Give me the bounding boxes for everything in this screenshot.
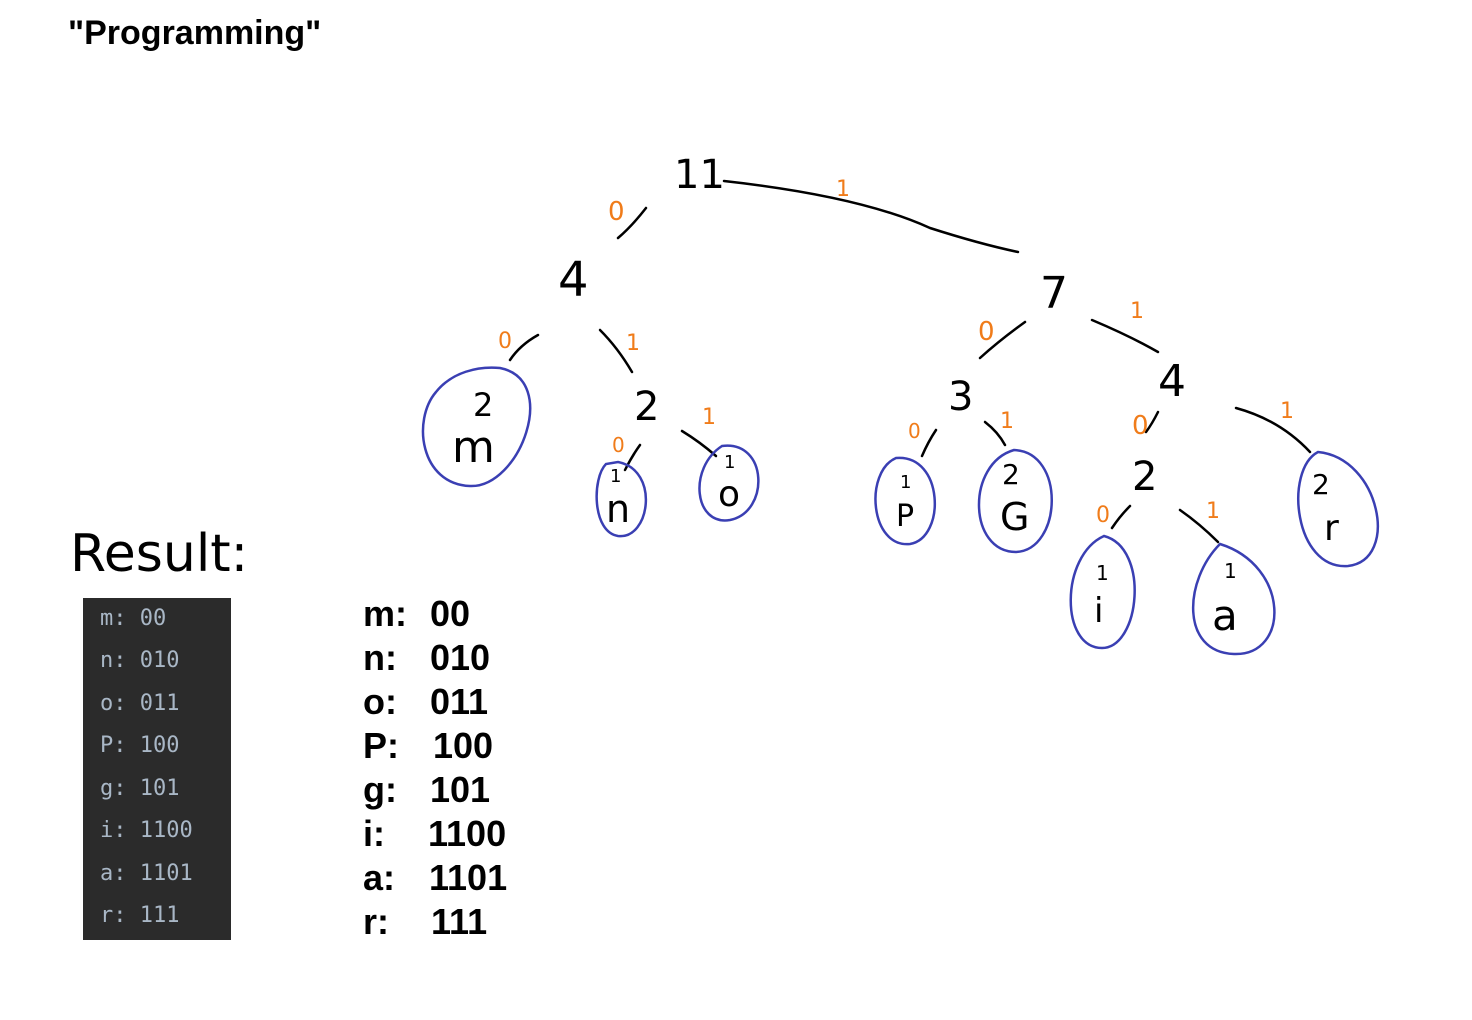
leaf-g-weight: 2 [1002, 458, 1020, 491]
bit-root-right: 1 [836, 177, 850, 202]
bit-lr-o: 1 [702, 405, 716, 430]
edge-rightright-r [1234, 406, 1312, 454]
console-line: P: 100 [100, 733, 180, 758]
edge-leftright-o [680, 429, 718, 458]
node-root-weight: 11 [674, 152, 725, 198]
leaf-circle-n [595, 460, 648, 538]
bit-rrl-i: 0 [1096, 503, 1110, 528]
leaf-labels: 2 m 1 n 1 o 1 P 2 G 1 i 1 a 2 r [452, 386, 1339, 640]
edge-root-right [722, 179, 1020, 254]
leaf-circle-i [1069, 534, 1136, 650]
code-char: a: [363, 857, 396, 898]
code-char: o: [363, 681, 397, 722]
leaf-o-char: o [718, 474, 740, 515]
edge-rightright-rrl [1144, 410, 1160, 434]
console-line: m: 00 [100, 606, 167, 631]
bit-right-rr: 1 [1130, 299, 1144, 324]
leaf-P-weight: 1 [900, 472, 911, 493]
console-line: o: 011 [100, 691, 180, 716]
node-right-weight: 7 [1040, 268, 1068, 319]
code-char: i: [363, 813, 385, 854]
console-line: g: 101 [100, 776, 180, 801]
internal-node-weights: 11 4 7 2 3 4 2 [558, 152, 1186, 500]
edge-bit-labels: 0 1 0 1 0 1 0 1 0 1 0 1 0 1 [498, 177, 1294, 528]
bit-lr-n: 0 [612, 433, 625, 457]
leaf-circle-P [874, 456, 937, 546]
code-bits: 100 [433, 725, 494, 766]
node-rightright-weight: 4 [1158, 356, 1186, 407]
console-line: r: 111 [100, 903, 180, 928]
leaf-circle-m [421, 366, 532, 488]
leaf-n-char: n [606, 487, 630, 531]
bit-root-left: 0 [608, 197, 625, 227]
edge-leftright-n [623, 443, 642, 472]
tree-edges [508, 179, 1312, 544]
leaf-P-char: P [896, 499, 914, 534]
edge-rightleft-P [920, 428, 938, 458]
page-title: "Programming" [68, 14, 322, 52]
leaf-i-weight: 1 [1096, 561, 1109, 585]
leaf-circle-r [1297, 450, 1380, 568]
leaf-g-char: G [1000, 495, 1029, 539]
code-char: n: [363, 637, 397, 678]
leaf-circle-g [977, 448, 1053, 554]
leaf-circle-a [1192, 542, 1276, 656]
edge-left-m [508, 333, 540, 362]
bit-rr-r: 1 [1280, 399, 1294, 424]
code-bits: 010 [430, 637, 491, 678]
code-bits: 1100 [428, 813, 507, 854]
edge-rrl-a [1178, 508, 1220, 544]
bit-left-lr: 1 [626, 331, 640, 356]
code-bits: 1101 [429, 857, 508, 898]
edge-right-rightright [1090, 318, 1160, 354]
node-left-weight: 4 [558, 252, 589, 308]
leaf-i-char: i [1094, 591, 1103, 631]
leaf-circles [421, 366, 1380, 656]
code-char: g: [363, 769, 397, 810]
edge-left-leftright [598, 328, 634, 374]
leaf-r-weight: 2 [1312, 468, 1330, 501]
console-line: a: 1101 [100, 861, 193, 886]
leaf-circle-o [698, 444, 760, 522]
bit-rrl-a: 1 [1206, 499, 1220, 524]
leaf-r-char: r [1324, 508, 1339, 549]
console-line: i: 1100 [100, 818, 193, 843]
code-char: m: [363, 593, 407, 634]
code-bits: 00 [430, 593, 471, 634]
code-char: P: [363, 725, 399, 766]
leaf-n-weight: 1 [610, 466, 621, 487]
bit-rr-rrl: 0 [1132, 411, 1149, 441]
leaf-a-weight: 1 [1224, 559, 1237, 583]
node-rightleft-weight: 3 [948, 374, 973, 420]
edge-right-rightleft [978, 320, 1027, 360]
console-line: n: 010 [100, 648, 180, 673]
edge-rightleft-g [983, 420, 1007, 447]
console-output-panel: m: 00 n: 010 o: 011 P: 100 g: 101 i: 110… [83, 598, 231, 940]
code-bits: 111 [431, 901, 488, 942]
bit-right-rl: 0 [978, 317, 995, 347]
bit-rl-P: 0 [908, 419, 921, 443]
edge-root-left [616, 206, 648, 240]
node-rrl-weight: 2 [1132, 454, 1157, 500]
bit-left-m: 0 [498, 329, 512, 354]
result-heading: Result: [70, 524, 249, 584]
leaf-o-weight: 1 [724, 452, 735, 473]
code-bits: 101 [430, 769, 491, 810]
code-bits: 011 [430, 681, 489, 722]
edge-rrl-i [1110, 504, 1132, 530]
leaf-a-char: a [1212, 591, 1238, 640]
bit-rl-g: 1 [1000, 409, 1014, 434]
leaf-m-weight: 2 [473, 386, 493, 424]
code-char: r: [363, 901, 389, 942]
leaf-m-char: m [452, 422, 495, 473]
node-leftright-weight: 2 [634, 384, 659, 430]
